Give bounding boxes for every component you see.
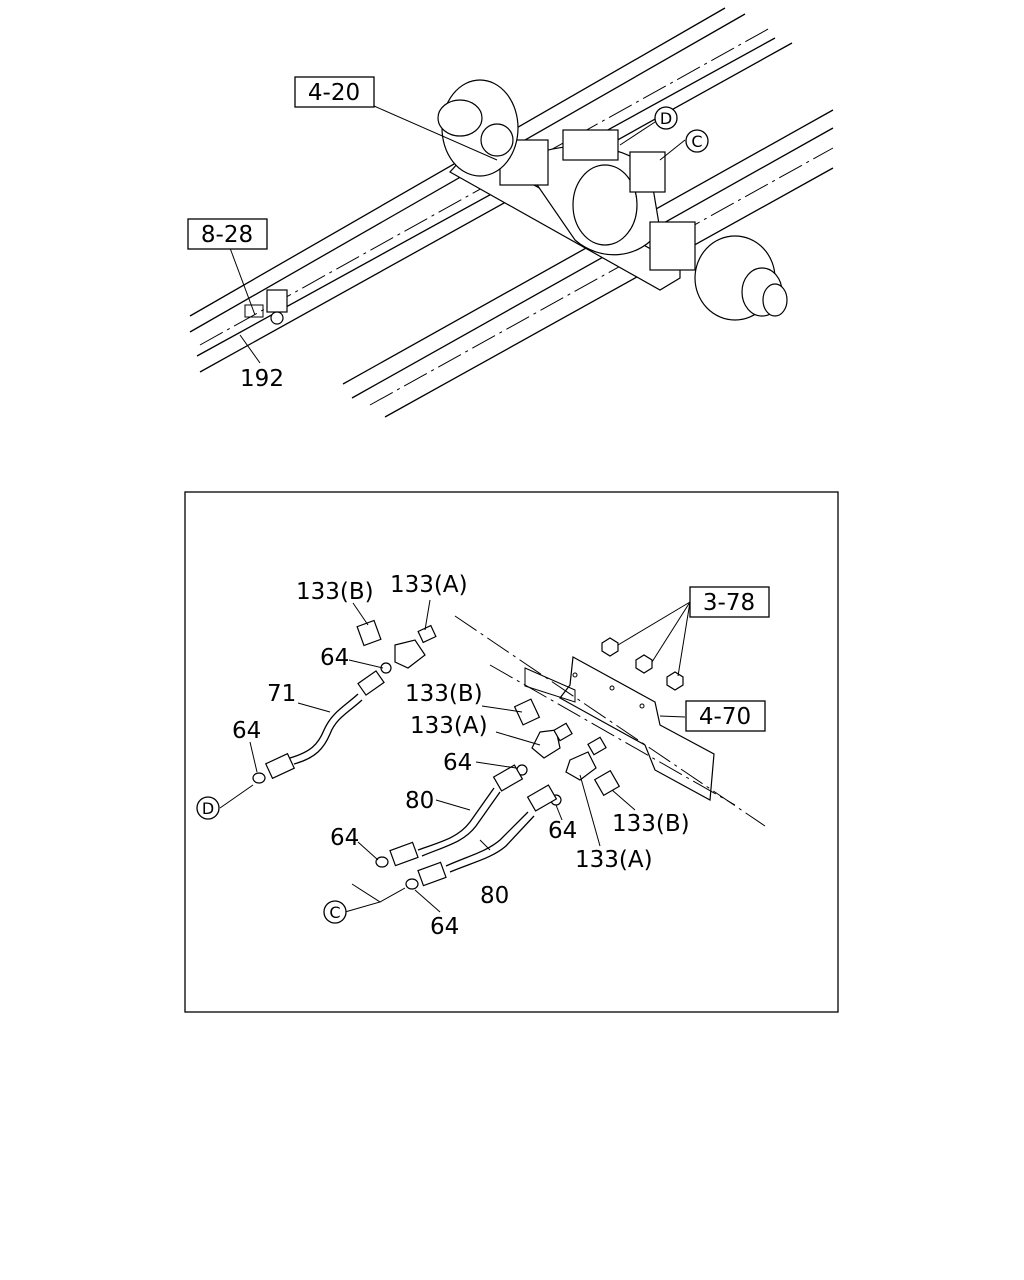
ref-box-4-70: 4-70 [685, 700, 766, 732]
part-64-label-3: 64 [443, 750, 472, 776]
ref-3-78-label: 3-78 [703, 590, 755, 616]
part-64-label-5: 64 [548, 818, 577, 844]
part-192-label: 192 [240, 366, 284, 392]
marker-c-top: C [685, 129, 709, 153]
frame-and-axle-view [189, 7, 834, 418]
part-133a-label-1: 133(A) [390, 572, 468, 598]
detail-frame [184, 491, 839, 1013]
part-64-label-1: 64 [320, 645, 349, 671]
part-64-label-6: 64 [430, 914, 459, 940]
part-80-label-1: 80 [405, 788, 434, 814]
marker-d-top: D [654, 106, 678, 130]
marker-c-detail-letter: C [329, 903, 340, 922]
marker-d-detail-letter: D [202, 799, 214, 818]
nut-group [601, 637, 684, 691]
ref-4-70-label: 4-70 [699, 704, 751, 730]
bracket-plate [454, 615, 766, 827]
fitting-group-71 [252, 619, 437, 784]
marker-c-detail: C [323, 900, 347, 924]
marker-d-detail: D [196, 796, 220, 820]
part-133b-label-1: 133(B) [296, 579, 374, 605]
ref-box-4-20: 4-20 [294, 76, 375, 108]
ref-box-8-28: 8-28 [187, 218, 268, 250]
part-64-label-4: 64 [330, 825, 359, 851]
part-64-label-2: 64 [232, 718, 261, 744]
part-80-label-2: 80 [480, 883, 509, 909]
part-133b-label-3: 133(B) [612, 811, 690, 837]
part-71-label: 71 [267, 681, 296, 707]
ref-4-20-label: 4-20 [308, 80, 360, 106]
marker-c-top-letter: C [691, 132, 702, 151]
fitting-group-80-lower [405, 736, 621, 890]
ref-box-3-78: 3-78 [689, 586, 770, 618]
part-133b-label-2: 133(B) [405, 681, 483, 707]
part-133a-label-2: 133(A) [410, 713, 488, 739]
fitting-group-80-upper [375, 698, 573, 868]
part-133a-label-3: 133(A) [575, 847, 653, 873]
ref-8-28-label: 8-28 [201, 222, 253, 248]
marker-d-top-letter: D [660, 109, 672, 128]
